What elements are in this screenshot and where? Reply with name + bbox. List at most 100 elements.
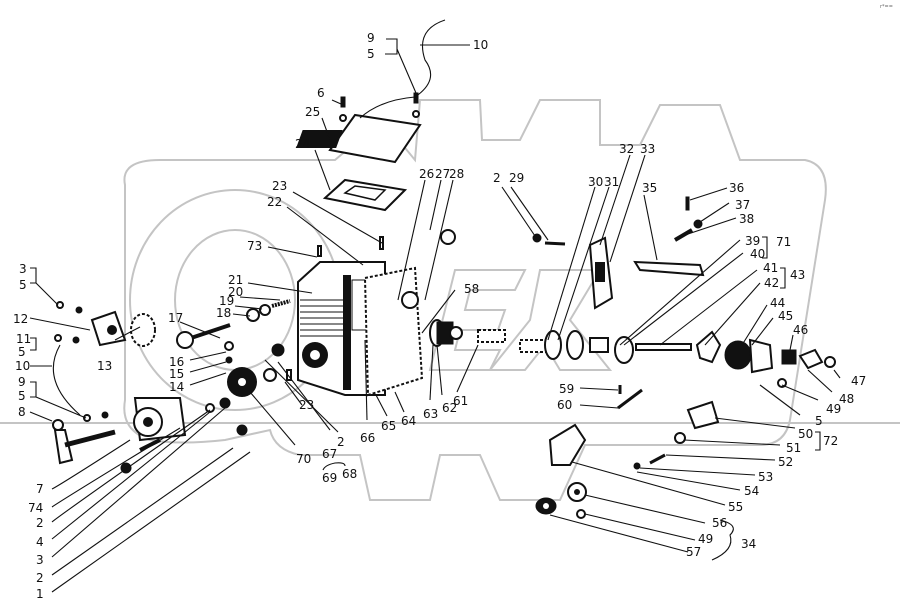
callout-labels: 10 9 5 6 25 24 23 22 73 21 20 19 18 17 1… <box>13 31 866 601</box>
callout-17: 17 <box>168 311 183 325</box>
part-bolt-11 <box>54 334 62 342</box>
callout-38: 38 <box>739 212 754 226</box>
callout-2: 2 <box>36 516 44 530</box>
callout-20: 20 <box>228 285 243 299</box>
part-shift-fork-50 <box>686 400 720 430</box>
callout-58: 58 <box>464 282 479 296</box>
callout-59: 59 <box>559 382 574 396</box>
part-washer-5 <box>75 306 83 314</box>
part-shift-plate <box>588 236 614 310</box>
part-bolt-6 <box>340 96 346 108</box>
callout-36: 36 <box>729 181 744 195</box>
part-nut-3 <box>219 397 231 409</box>
callout-71: 71 <box>776 235 791 249</box>
part-lever-35 <box>633 260 705 277</box>
callout-44: 44 <box>770 296 785 310</box>
callout-74: 74 <box>28 501 43 515</box>
part-washer-9 <box>412 110 420 118</box>
callout-46: 46 <box>793 323 808 337</box>
watermark-gear <box>0 99 900 501</box>
callout-73: 73 <box>247 239 262 253</box>
callout-70: 70 <box>296 452 311 466</box>
callout-1: 1 <box>36 587 44 601</box>
callout-54: 54 <box>744 484 759 498</box>
part-plug-27 <box>440 229 456 245</box>
callout-2: 2 <box>36 571 44 585</box>
callout-35: 35 <box>642 181 657 195</box>
part-shaft-assembly <box>429 319 836 388</box>
leader-lines <box>29 38 841 593</box>
callout-40: 40 <box>750 247 765 261</box>
callout-49: 49 <box>826 402 841 416</box>
callout-9: 9 <box>367 31 375 45</box>
callout-33: 33 <box>640 142 655 156</box>
part-bolt-4 <box>205 403 215 413</box>
part-cover-12 <box>90 310 127 347</box>
part-bolt-3 <box>56 301 64 309</box>
callout-19: 19 <box>219 294 234 308</box>
callout-21: 21 <box>228 273 243 287</box>
part-bolt-73 <box>317 245 322 257</box>
callout-65: 65 <box>381 419 396 433</box>
part-seal-19 <box>259 304 271 316</box>
callout-5: 5 <box>18 345 26 359</box>
callout-63: 63 <box>423 407 438 421</box>
part-bolt-49 <box>576 509 586 519</box>
callout-64: 64 <box>401 414 416 428</box>
callout-25: 25 <box>305 105 320 119</box>
callout-5: 5 <box>19 278 27 292</box>
part-washer-53 <box>633 462 641 470</box>
callout-47: 47 <box>851 374 866 388</box>
part-cover-plate <box>296 113 422 164</box>
callout-6: 6 <box>317 86 325 100</box>
callout-61: 61 <box>453 394 468 408</box>
callout-67: 67 <box>322 447 337 461</box>
part-washer-18 <box>246 308 260 322</box>
part-bolt-60 <box>617 388 643 410</box>
callout-9: 9 <box>18 375 26 389</box>
part-lever-8 <box>52 419 116 465</box>
part-bolt-9b <box>83 414 91 422</box>
part-washer-15 <box>225 356 233 364</box>
corner-mark: r*== <box>880 4 893 10</box>
callout-28: 28 <box>449 167 464 181</box>
callout-49: 49 <box>698 532 713 546</box>
callout-37: 37 <box>735 198 750 212</box>
callout-68: 68 <box>342 467 357 481</box>
callout-4: 4 <box>36 535 44 549</box>
callout-8: 8 <box>18 405 26 419</box>
part-bolt-9 <box>413 92 419 104</box>
callout-18: 18 <box>216 306 231 320</box>
callout-7: 7 <box>36 482 44 496</box>
callout-57: 57 <box>686 545 701 559</box>
callout-56: 56 <box>712 516 727 530</box>
callout-14: 14 <box>169 380 184 394</box>
part-wire-10 <box>359 19 446 119</box>
callout-39: 39 <box>745 234 760 248</box>
part-bracket-55 <box>548 423 587 466</box>
part-head-17 <box>176 331 194 349</box>
part-gasket-13 <box>130 313 156 347</box>
callout-11: 11 <box>16 332 31 346</box>
part-bolt-16 <box>224 341 234 351</box>
bracket-67-69-68 <box>322 462 346 471</box>
callout-3: 3 <box>19 262 27 276</box>
callout-66: 66 <box>360 431 375 445</box>
callout-72: 72 <box>823 434 838 448</box>
callout-60: 60 <box>557 398 572 412</box>
callout-5: 5 <box>367 47 375 61</box>
part-nut-51 <box>674 432 686 444</box>
callout-48: 48 <box>839 392 854 406</box>
part-spring-20 <box>271 299 291 308</box>
part-pin-23 <box>286 369 292 381</box>
part-housing-gasket <box>363 266 424 397</box>
callout-51: 51 <box>786 441 801 455</box>
callout-42: 42 <box>764 276 779 290</box>
part-plug-2 <box>271 343 285 357</box>
part-bolt-29 <box>544 241 566 246</box>
part-washer-5c <box>101 411 109 419</box>
callout-53: 53 <box>758 470 773 484</box>
callout-45: 45 <box>778 309 793 323</box>
callout-43: 43 <box>790 268 805 282</box>
callout-5: 5 <box>815 414 823 428</box>
